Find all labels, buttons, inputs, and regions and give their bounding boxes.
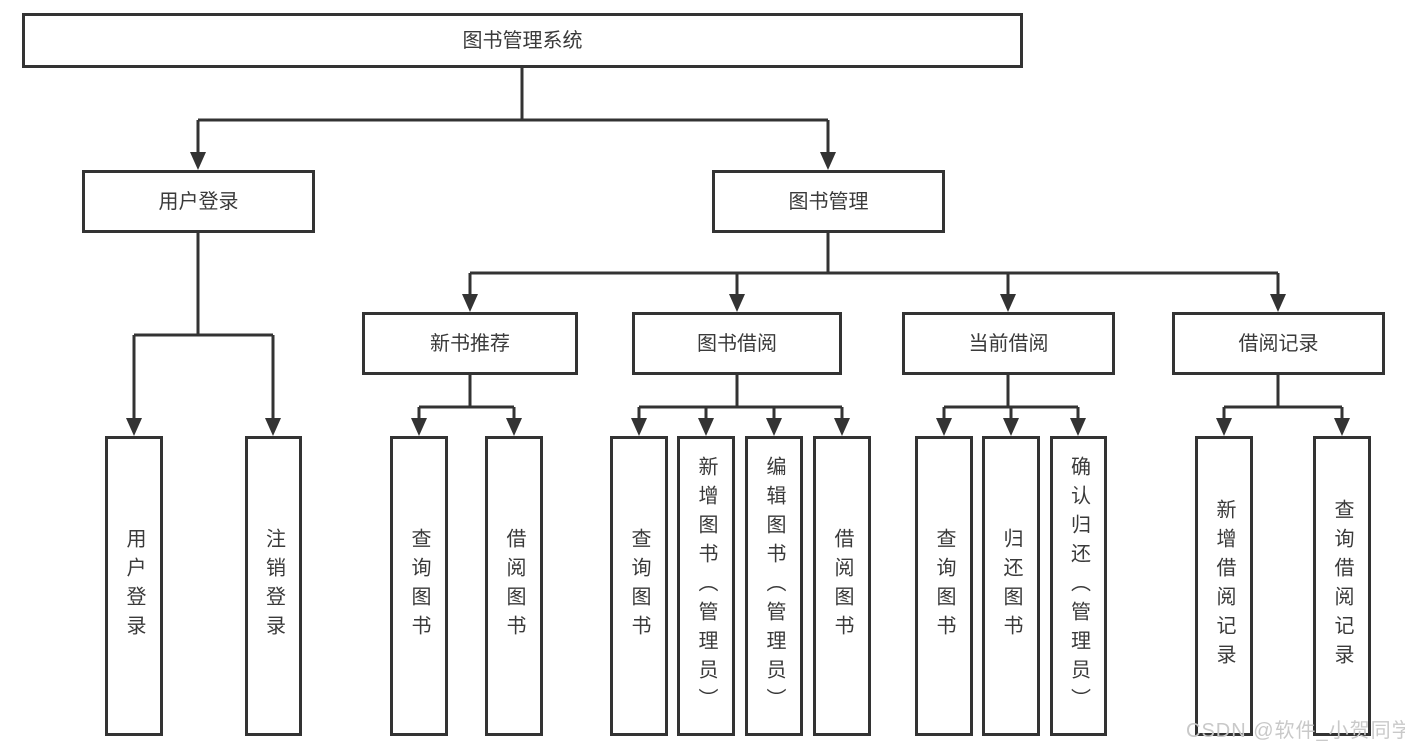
node-label: 用户登录 xyxy=(158,190,239,213)
node-new-book-recommend: 新书推荐 xyxy=(362,312,578,375)
arrowheads xyxy=(126,152,1350,436)
leaf-label: 查询图书 xyxy=(628,528,650,644)
leaf-add-books-admin: 新增图书（管理员） xyxy=(677,436,735,736)
leaf-label: 查询图书 xyxy=(408,528,430,644)
node-label: 新书推荐 xyxy=(430,332,510,355)
leaf-query-books-recommend: 查询图书 xyxy=(390,436,448,736)
leaf-label: 借阅图书 xyxy=(831,528,853,644)
csdn-watermark: CSDN @软件_小贺同学 xyxy=(1186,720,1405,742)
node-book-management: 图书管理 xyxy=(712,170,945,233)
node-label: 图书借阅 xyxy=(697,332,777,355)
node-label: 借阅记录 xyxy=(1238,332,1319,355)
leaf-label: 查询图书 xyxy=(933,528,955,644)
node-current-borrowing: 当前借阅 xyxy=(902,312,1115,375)
leaf-label: 新增图书（管理员） xyxy=(695,455,717,717)
leaf-label: 用户登录 xyxy=(123,528,145,644)
node-label: 图书管理 xyxy=(788,190,869,213)
leaf-label: 注销登录 xyxy=(262,528,285,644)
node-borrowing-records: 借阅记录 xyxy=(1172,312,1385,375)
leaf-borrow-books: 借阅图书 xyxy=(813,436,871,736)
leaf-edit-books-admin: 编辑图书（管理员） xyxy=(745,436,803,736)
leaf-logout: 注销登录 xyxy=(245,436,302,736)
leaf-label: 新增借阅记录 xyxy=(1213,499,1235,673)
leaf-label: 确认归还（管理员） xyxy=(1067,455,1090,717)
node-label: 当前借阅 xyxy=(968,332,1049,355)
leaf-query-books-borrowing: 查询图书 xyxy=(610,436,668,736)
tree-connectors xyxy=(132,68,1344,424)
leaf-add-borrow-record: 新增借阅记录 xyxy=(1195,436,1253,736)
leaf-label: 归还图书 xyxy=(1000,528,1022,644)
leaf-query-borrow-record: 查询借阅记录 xyxy=(1313,436,1371,736)
leaf-label: 查询借阅记录 xyxy=(1331,499,1353,673)
node-book-borrowing: 图书借阅 xyxy=(632,312,842,375)
leaf-borrow-books-recommend: 借阅图书 xyxy=(485,436,543,736)
leaf-label: 借阅图书 xyxy=(503,528,525,644)
leaf-query-books-current: 查询图书 xyxy=(915,436,973,736)
node-library-system: 图书管理系统 xyxy=(22,13,1023,68)
leaf-confirm-return-admin: 确认归还（管理员） xyxy=(1050,436,1107,736)
leaf-user-login: 用户登录 xyxy=(105,436,163,736)
node-label: 图书管理系统 xyxy=(462,29,583,52)
node-user-login: 用户登录 xyxy=(82,170,315,233)
leaf-return-books: 归还图书 xyxy=(982,436,1040,736)
leaf-label: 编辑图书（管理员） xyxy=(763,455,785,717)
